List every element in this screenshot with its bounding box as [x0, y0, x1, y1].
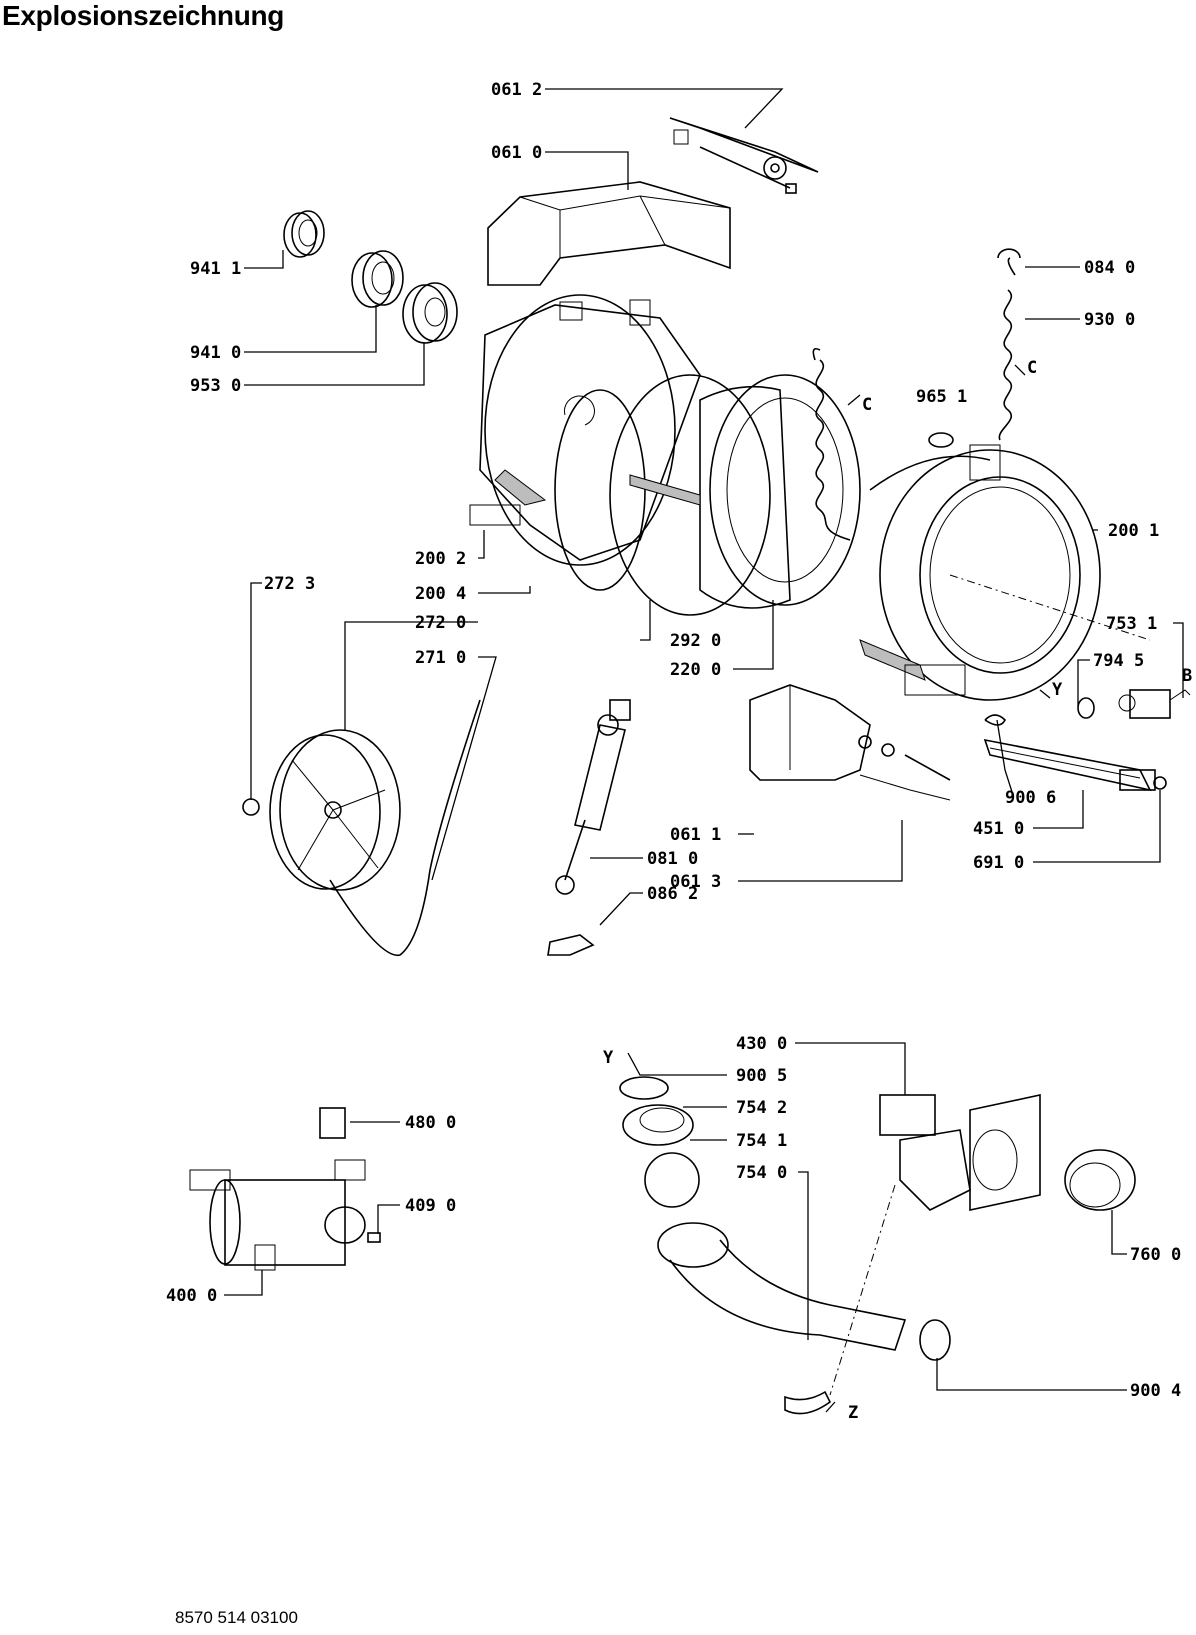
callout-b: B: [1182, 666, 1192, 686]
callout-272-3: 272 3: [264, 574, 315, 594]
callout-965-1: 965 1: [916, 387, 967, 407]
callout-z: Z: [848, 1403, 858, 1423]
callout-c-right: C: [1027, 358, 1037, 378]
callout-061-0: 061 0: [491, 143, 542, 163]
drain-pump-part: [879, 1094, 1041, 1211]
front-tub-part: [859, 444, 1151, 701]
callout-y-upper: Y: [1052, 680, 1063, 700]
callout-480-0: 480 0: [405, 1113, 456, 1133]
callout-y-lower: Y: [603, 1048, 614, 1068]
callout-753-1: 753 1: [1106, 614, 1157, 634]
drain-hose-part: [657, 1222, 907, 1351]
callout-930-0: 930 0: [1084, 310, 1135, 330]
short-hose-part: [784, 1390, 832, 1415]
shaft-seal-part: [402, 282, 458, 344]
suspension-spring-right-part: [997, 248, 1021, 441]
drive-belt-part: [329, 699, 481, 957]
pump-filter-part: [1064, 1149, 1136, 1211]
callout-451-0: 451 0: [973, 819, 1024, 839]
suspension-spring-left-part: [812, 347, 851, 541]
callout-760-0: 760 0: [1130, 1245, 1181, 1265]
heating-element-part: [983, 738, 1156, 792]
callout-200-2: 200 2: [415, 549, 466, 569]
callout-941-0: 941 0: [190, 343, 241, 363]
rear-tub-part: [469, 294, 701, 566]
motor-connector-part: [319, 1107, 346, 1139]
callout-691-0: 691 0: [973, 853, 1024, 873]
callout-220-0: 220 0: [670, 660, 721, 680]
callout-754-2: 754 2: [736, 1098, 787, 1118]
callout-900-6: 900 6: [1005, 788, 1056, 808]
callout-086-2: 086 2: [647, 884, 698, 904]
callout-941-1: 941 1: [190, 259, 241, 279]
callout-labels: 061 2 061 0 941 1 941 0 953 0 084 0 930 …: [166, 80, 1192, 1423]
callout-c-left: C: [862, 395, 872, 415]
shock-absorber-part: [555, 699, 631, 895]
axis-line-z: [829, 1184, 896, 1396]
heater-sensor-part: [1118, 689, 1191, 719]
counterweight-screw-part: [858, 735, 951, 801]
counterweight-rod-part: [669, 117, 819, 194]
counterweight-part: [487, 181, 731, 286]
callout-400-0: 400 0: [166, 1286, 217, 1306]
nut-part: [1077, 697, 1095, 719]
pulley-nut-part: [242, 798, 260, 816]
callout-084-0: 084 0: [1084, 258, 1135, 278]
callout-061-1: 061 1: [670, 825, 721, 845]
hose-clamp-top-part: [619, 1076, 669, 1100]
callout-900-5: 900 5: [736, 1066, 787, 1086]
bearing-small-part: [283, 210, 325, 258]
leader-lines: [224, 88, 1184, 1413]
hose-clamp-part: [919, 1319, 951, 1361]
callout-292-0: 292 0: [670, 631, 721, 651]
callout-754-1: 754 1: [736, 1131, 787, 1151]
callout-900-4: 900 4: [1130, 1381, 1181, 1401]
callout-430-0: 430 0: [736, 1034, 787, 1054]
callout-200-1: 200 1: [1108, 521, 1159, 541]
front-counterweight-part: [749, 684, 871, 781]
callout-081-0: 081 0: [647, 849, 698, 869]
callout-794-5: 794 5: [1093, 651, 1144, 671]
callout-409-0: 409 0: [405, 1196, 456, 1216]
float-ball-part: [644, 1152, 700, 1208]
callout-061-3: 061 3: [670, 872, 721, 892]
document-number: 8570 514 03100: [175, 1608, 298, 1627]
callout-200-4: 200 4: [415, 584, 466, 604]
callout-953-0: 953 0: [190, 376, 241, 396]
bearing-large-part: [351, 250, 404, 308]
callout-271-0: 271 0: [415, 648, 466, 668]
plug-part: [928, 432, 954, 448]
absorber-bracket-part: [547, 934, 595, 956]
callout-061-2: 061 2: [491, 80, 542, 100]
pulley-part: [269, 729, 401, 891]
drum-part: [554, 374, 861, 616]
motor-part: [189, 1159, 366, 1271]
clip-part: [984, 714, 1006, 726]
callout-754-0: 754 0: [736, 1163, 787, 1183]
motor-clip-part: [367, 1232, 381, 1243]
page-title: Explosionszeichnung: [2, 0, 285, 31]
float-ring-part: [622, 1104, 694, 1146]
callout-272-0: 272 0: [415, 613, 466, 633]
heater-nut-part: [1153, 776, 1167, 790]
